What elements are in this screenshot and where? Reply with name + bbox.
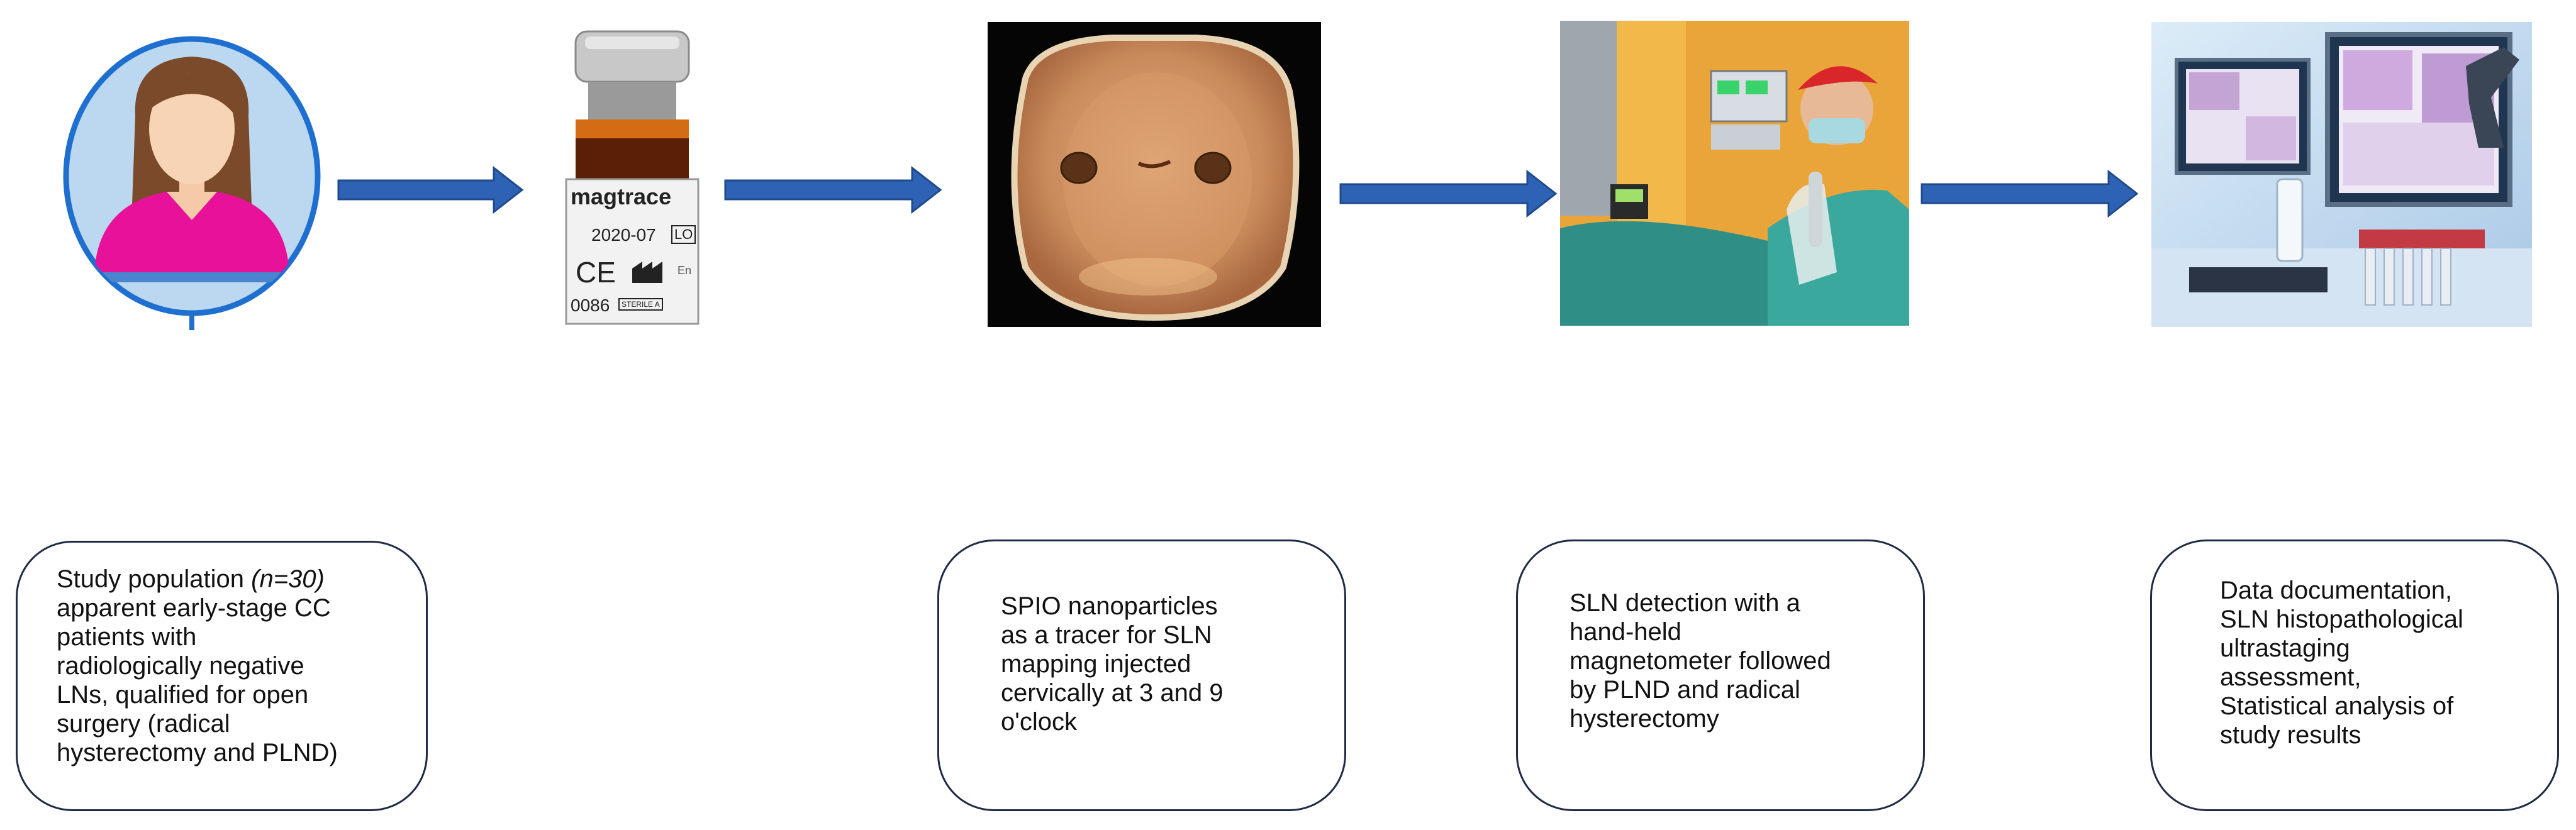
cervix-injection-photo (988, 22, 1321, 327)
box-population-line-2: patients with (57, 623, 197, 651)
flow-arrow-2 (723, 165, 944, 215)
box-population-line-5: surgery (radical (57, 710, 230, 738)
box-spio-line-4: o'clock (1001, 708, 1078, 736)
flow-arrow-4 (1920, 169, 2140, 219)
data-analysis-box: Data documentation, SLN histopathologica… (2150, 540, 2559, 811)
patient-avatar-icon (60, 35, 324, 330)
vial-sterile-label: STERILE A (618, 298, 663, 311)
vial-date: 2020-07 (591, 225, 656, 245)
box-data-line-4: Statistical analysis of (2220, 692, 2454, 720)
vial-ce-mark: CE (576, 256, 616, 289)
box-data-line-2: ultrastaging (2220, 634, 2350, 662)
box-spio-line-1: as a tracer for SLN (1001, 621, 1212, 649)
surgeon-magnetometer-photo (1560, 21, 1909, 326)
box-sln-line-3: by PLND and radical (1570, 676, 1800, 704)
factory-icon (631, 259, 669, 284)
box-sln-line-4: hysterectomy (1570, 705, 1719, 733)
box-population-line-6: hysterectomy and PLND) (57, 739, 338, 766)
study-population-box: Study population (n=30) apparent early-s… (16, 541, 428, 811)
box-population-line-1: apparent early-stage CC (57, 594, 331, 622)
box-spio-line-0: SPIO nanoparticles (1001, 592, 1218, 620)
box-population-line-3: radiologically negative (57, 652, 304, 680)
box-population-line-0: Study population (n=30) (57, 565, 338, 594)
box-sln-line-1: hand-held (1570, 618, 1681, 646)
box-data-line-3: assessment, (2220, 663, 2361, 691)
box-data-line-1: SLN histopathological (2220, 606, 2463, 633)
flow-arrow-1 (337, 165, 525, 215)
vial-brand: magtrace (571, 184, 672, 209)
population-lead: Study population (57, 565, 252, 593)
box-population-line-4: LNs, qualified for open (57, 681, 309, 709)
magtrace-vial-icon: magtrace 2020-07 LO CE En 0086 STERILE A (563, 25, 701, 330)
vial-extra: En (677, 264, 692, 277)
box-spio-line-3: cervically at 3 and 9 (1001, 679, 1224, 707)
lab-microscope-photo (2151, 22, 2532, 327)
vial-code: 0086 (571, 296, 610, 315)
box-data-line-5: study results (2220, 721, 2361, 749)
box-spio-line-2: mapping injected (1001, 650, 1191, 678)
spio-tracer-box: SPIO nanoparticles as a tracer for SLN m… (937, 540, 1346, 811)
vial-lot: LO (671, 225, 696, 244)
flow-arrow-3 (1339, 169, 1559, 219)
box-sln-line-2: magnetometer followed (1570, 647, 1831, 675)
sln-detection-box: SLN detection with a hand-held magnetome… (1516, 540, 1925, 811)
box-sln-line-0: SLN detection with a (1570, 589, 1800, 617)
box-data-line-0: Data documentation, (2220, 577, 2453, 604)
population-n: (n=30) (251, 565, 325, 593)
